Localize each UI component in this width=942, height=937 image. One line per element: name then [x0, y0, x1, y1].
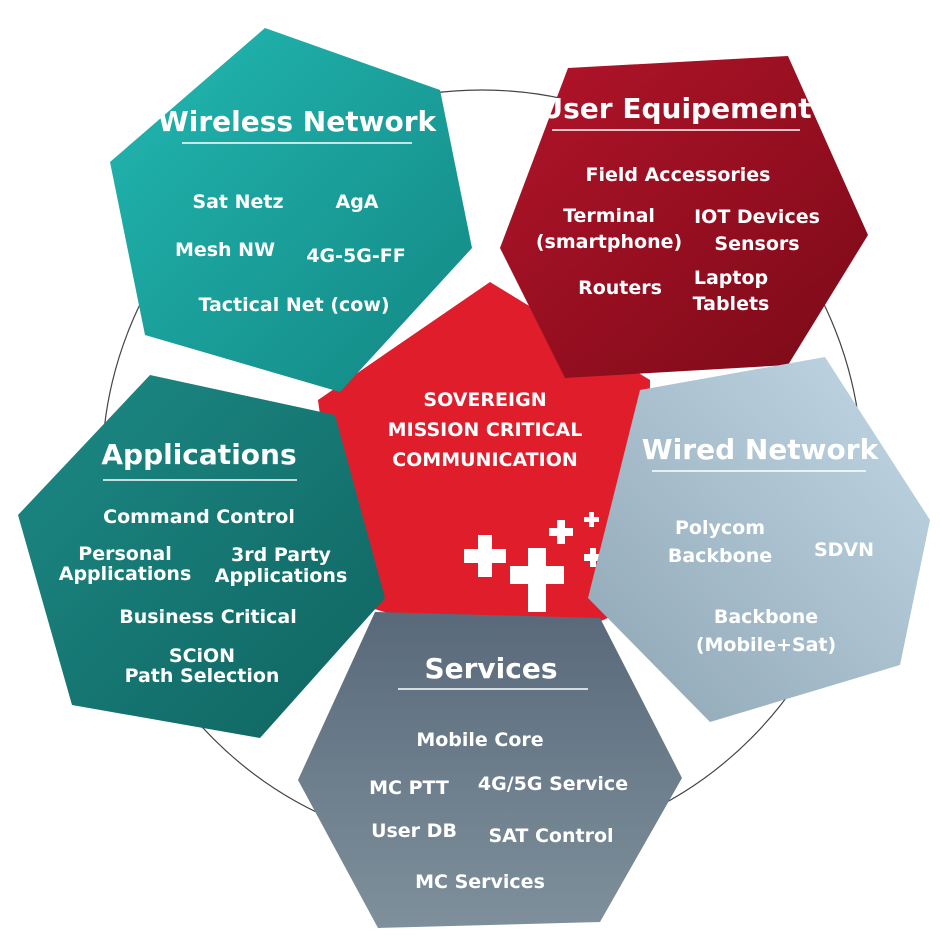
applications-item: Applications	[215, 565, 348, 587]
wired-item: SDVN	[814, 539, 874, 561]
user-equipment-item: (smartphone)	[536, 231, 682, 253]
wired-item: Backbone	[714, 606, 818, 628]
swiss-cross-icon	[464, 535, 506, 577]
services-item: MC Services	[415, 871, 545, 893]
wired-hexagon	[588, 357, 930, 722]
applications-group: Applications Command Control Personal Ap…	[18, 375, 385, 738]
swiss-cross-icon	[510, 548, 564, 612]
user-equipment-group: User Equipement Field Accessories Termin…	[500, 56, 868, 378]
services-group: Services Mobile Core MC PTT 4G/5G Servic…	[298, 612, 682, 928]
services-hexagon	[298, 612, 682, 928]
user-equipment-item: Routers	[578, 277, 662, 299]
wireless-item: Tactical Net (cow)	[198, 294, 389, 316]
wireless-hexagon	[110, 28, 472, 392]
wireless-item: 4G-5G-FF	[306, 245, 405, 267]
wired-item: (Mobile+Sat)	[696, 634, 836, 656]
swiss-cross-icon	[549, 520, 573, 544]
user-equipment-item: Terminal	[563, 205, 655, 227]
wired-item: Backbone	[668, 545, 772, 567]
swiss-cross-icons	[464, 512, 602, 612]
applications-item: Personal	[78, 543, 171, 565]
user-equipment-item: Field Accessories	[586, 164, 771, 186]
applications-hexagon	[18, 375, 385, 738]
applications-item: Path Selection	[125, 665, 280, 687]
user-equipment-item: Tablets	[693, 293, 770, 315]
center-line-2: MISSION CRITICAL	[388, 419, 583, 441]
wired-title: Wired Network	[642, 433, 880, 466]
services-item: MC PTT	[369, 777, 449, 799]
services-item: Mobile Core	[416, 729, 543, 751]
wireless-network-group: Wireless Network Sat Netz AgA Mesh NW 4G…	[110, 28, 472, 392]
user-equipment-item: Sensors	[714, 233, 799, 255]
wireless-item: Sat Netz	[192, 191, 283, 213]
wired-item: Polycom	[675, 517, 765, 539]
user-equipment-item: IOT Devices	[694, 206, 820, 228]
applications-title: Applications	[101, 438, 296, 471]
wireless-title: Wireless Network	[158, 105, 438, 138]
center-line-3: COMMUNICATION	[392, 449, 578, 471]
services-item: User DB	[371, 820, 457, 842]
applications-item: SCiON	[169, 645, 235, 667]
center-line-1: SOVEREIGN	[423, 389, 546, 411]
services-title: Services	[424, 652, 557, 685]
services-item: 4G/5G Service	[478, 773, 628, 795]
wireless-item: AgA	[335, 191, 378, 213]
wired-network-group: Wired Network Polycom Backbone SDVN Back…	[588, 357, 930, 722]
services-item: SAT Control	[488, 825, 613, 847]
swiss-cross-icon	[584, 548, 602, 567]
swiss-cross-icon	[584, 512, 599, 527]
user-equipment-title: User Equipement	[540, 92, 811, 125]
user-equipment-hexagon	[500, 56, 868, 378]
applications-item: Applications	[59, 563, 192, 585]
user-equipment-item: Laptop	[694, 267, 768, 289]
wireless-item: Mesh NW	[175, 239, 275, 261]
applications-item: Business Critical	[119, 606, 297, 628]
applications-item: 3rd Party	[231, 544, 331, 566]
applications-item: Command Control	[103, 506, 295, 528]
